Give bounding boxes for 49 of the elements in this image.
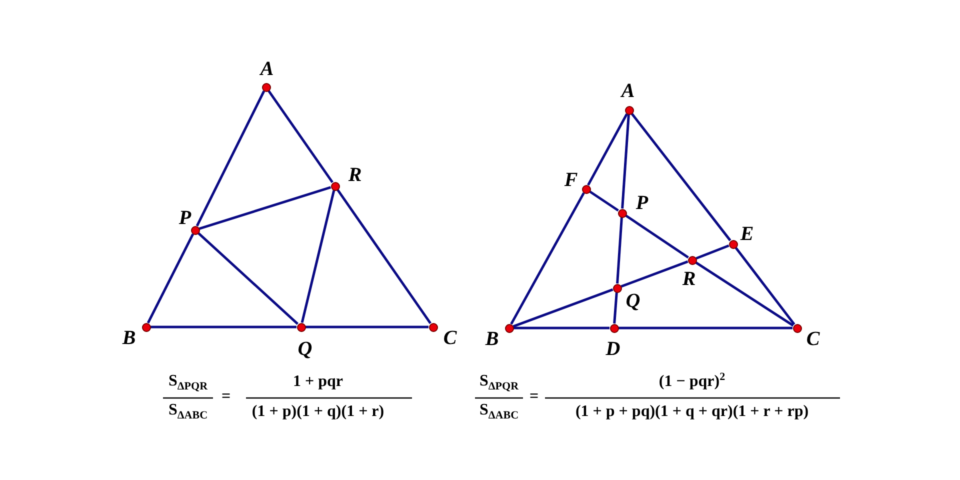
line-segment [625, 214, 689, 259]
point-label: P [178, 208, 192, 228]
line-segment [620, 260, 688, 288]
line-segment [300, 190, 336, 323]
line-segment [696, 244, 730, 260]
point-label: B [122, 328, 136, 348]
line-segment [630, 112, 732, 242]
area-symbol: S$_{ΔPQR}$ [168, 373, 208, 393]
line-segment [150, 326, 296, 328]
line-segment [196, 90, 266, 227]
point-label: Q [626, 291, 640, 311]
area-symbol: S$_{ΔABC}$ [168, 402, 208, 422]
point-label: A [260, 59, 274, 79]
point-label: P [636, 193, 648, 213]
point-label: A [621, 81, 635, 101]
denominator: (1 + p)(1 + q)(1 + r) [252, 404, 384, 420]
line-segment [734, 246, 796, 326]
point-label: C [443, 328, 457, 348]
point-label: B [485, 329, 499, 349]
equals-sign: = [529, 389, 539, 405]
area-symbol: S$_{ΔABC}$ [479, 402, 519, 422]
point-label: R [348, 165, 362, 185]
line-segment [621, 114, 630, 209]
line-segment [197, 232, 299, 325]
line-segment [695, 261, 794, 327]
numerator: 1 + pqr [293, 374, 343, 390]
line-segment [587, 113, 628, 186]
point-label: C [806, 329, 820, 349]
point-label: Q [298, 339, 312, 359]
line-segment [336, 188, 432, 324]
line-segment [146, 233, 194, 324]
numerator: (1 − pqr)$^{2}$ [658, 372, 726, 390]
point-label: E [740, 224, 754, 244]
line-segment [613, 292, 618, 324]
line-segment [268, 90, 334, 184]
line-segment [616, 217, 623, 284]
denominator: (1 + p + pq)(1 + q + qr)(1 + r + rp) [575, 404, 809, 420]
area-symbol: S$_{ΔPQR}$ [479, 373, 519, 393]
line-segment [514, 326, 610, 330]
point-label: F [564, 170, 578, 190]
line-segment [510, 192, 585, 325]
point-label: D [606, 339, 620, 359]
line-segment [618, 326, 792, 330]
line-segment [589, 190, 619, 212]
point-label: R [682, 269, 696, 289]
line-segment [512, 288, 614, 328]
line-segment [306, 326, 428, 328]
equals-sign: = [221, 389, 231, 405]
line-segment [198, 186, 332, 230]
